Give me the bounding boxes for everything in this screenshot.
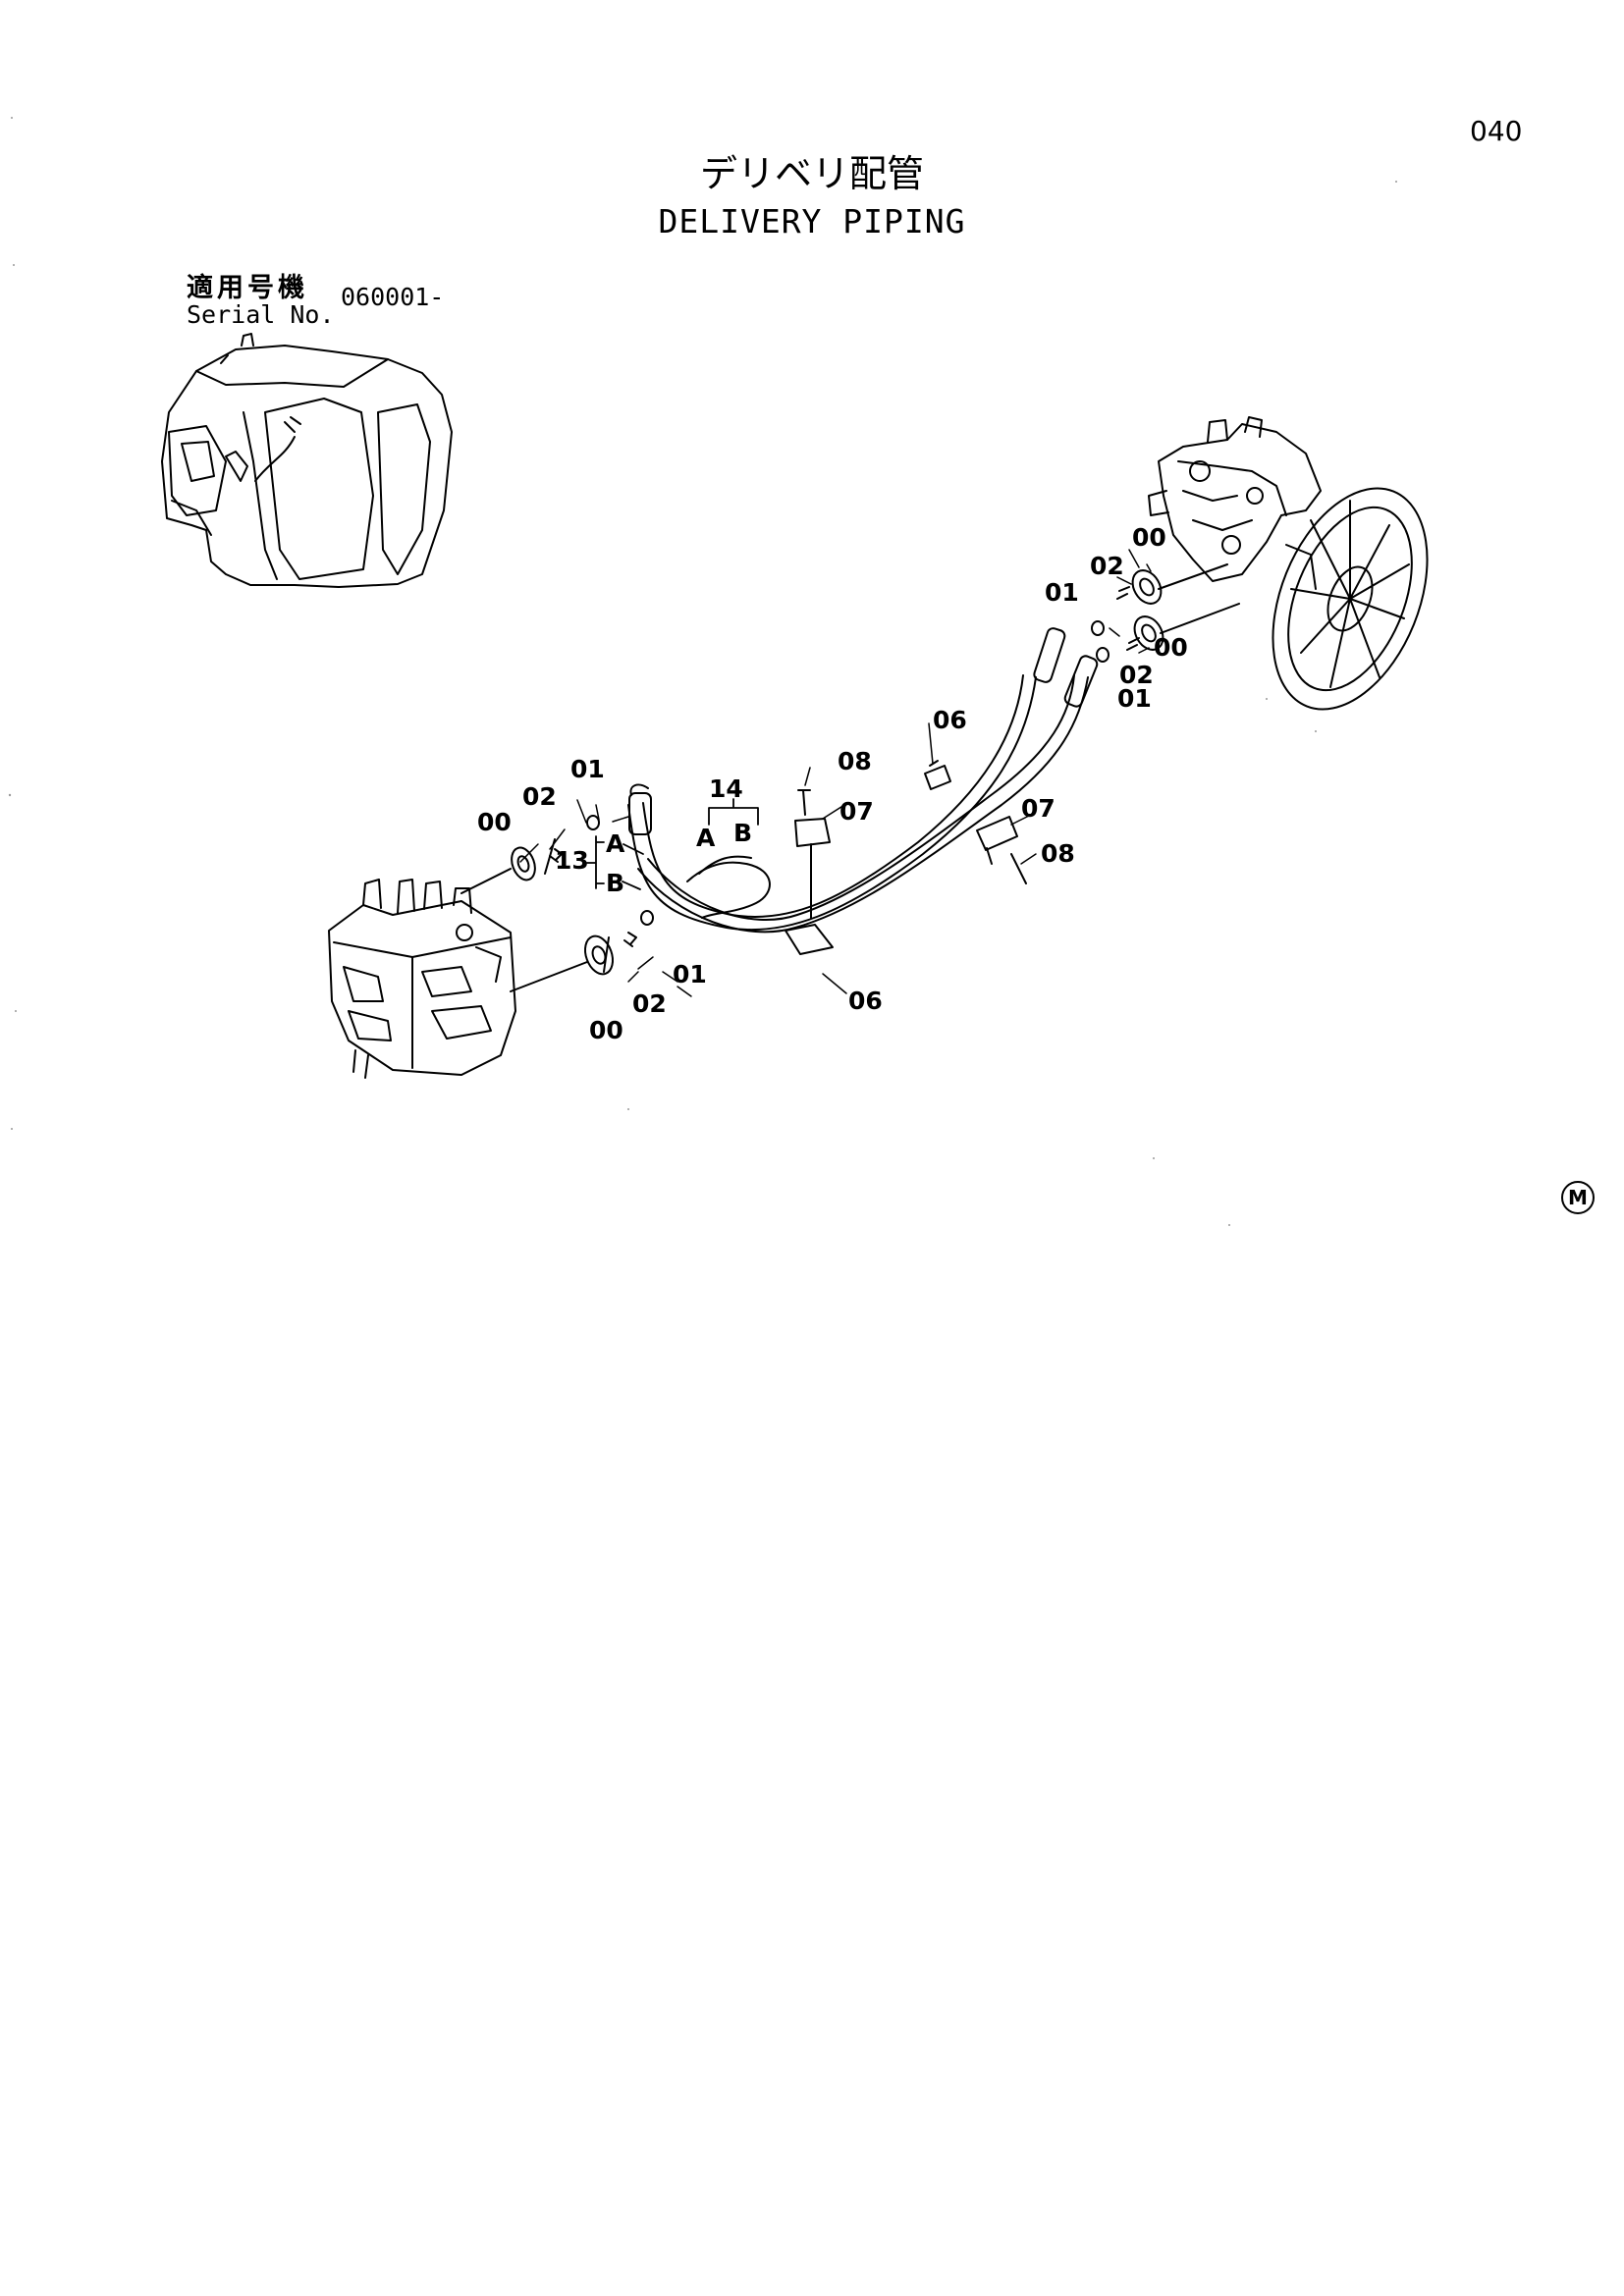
page-title-japanese: デリベリ配管: [699, 152, 924, 195]
callout-06-clamp-upper: 06: [933, 706, 967, 734]
serial-label-japanese: 適用号機: [187, 273, 308, 303]
callout-02-left: 02: [522, 782, 557, 811]
manufacturer-mark: M: [1561, 1181, 1595, 1214]
callout-08-bolt-left: 08: [838, 747, 872, 775]
serial-label-english: Serial No.: [187, 300, 335, 329]
callout-00-lower: 00: [589, 1016, 623, 1044]
callout-06-clamp-lower: 06: [848, 987, 883, 1015]
callout-00-upper: 00: [1132, 523, 1166, 552]
callout-02-upper: 02: [1090, 552, 1124, 580]
control-valve-block: [328, 879, 516, 1079]
fittings: [460, 563, 1240, 992]
callout-13-b: B: [606, 869, 624, 897]
callout-13-hose: 13: [555, 846, 589, 875]
callout-brackets: [586, 798, 759, 890]
serial-number-value: 060001-: [341, 283, 445, 311]
callout-00-upper-second: 00: [1154, 633, 1188, 662]
callout-08-bolt-right: 08: [1041, 839, 1075, 868]
callout-14-a: A: [696, 824, 716, 852]
callout-00-left: 00: [477, 808, 512, 836]
page-number: 040: [1470, 115, 1523, 147]
callout-01-left: 01: [570, 755, 605, 783]
callout-01-upper-second: 01: [1117, 684, 1152, 713]
callout-02-lower: 02: [632, 989, 667, 1018]
clamp-set: [785, 760, 1027, 955]
main-pump-assembly: [1148, 416, 1429, 711]
callout-labels: 00 02 01 00 02 01 06 08 07 14 A B 07 08 …: [477, 523, 1188, 1044]
callout-07-clamp-right: 07: [1021, 794, 1056, 823]
callout-07-clamp-left: 07: [839, 797, 874, 826]
delivery-hoses: [627, 627, 1099, 934]
callout-01-lower: 01: [673, 960, 707, 988]
callout-leaders: [519, 549, 1152, 997]
callout-02-upper-second: 02: [1119, 661, 1154, 689]
callout-14-hose: 14: [709, 774, 743, 803]
scan-specks: [8, 117, 1397, 1226]
callout-01-upper: 01: [1045, 578, 1079, 607]
callout-13-a: A: [606, 829, 625, 858]
excavator-cab-icon: [161, 333, 453, 588]
callout-14-b: B: [733, 819, 752, 847]
page-title-english: DELIVERY PIPING: [658, 202, 966, 240]
